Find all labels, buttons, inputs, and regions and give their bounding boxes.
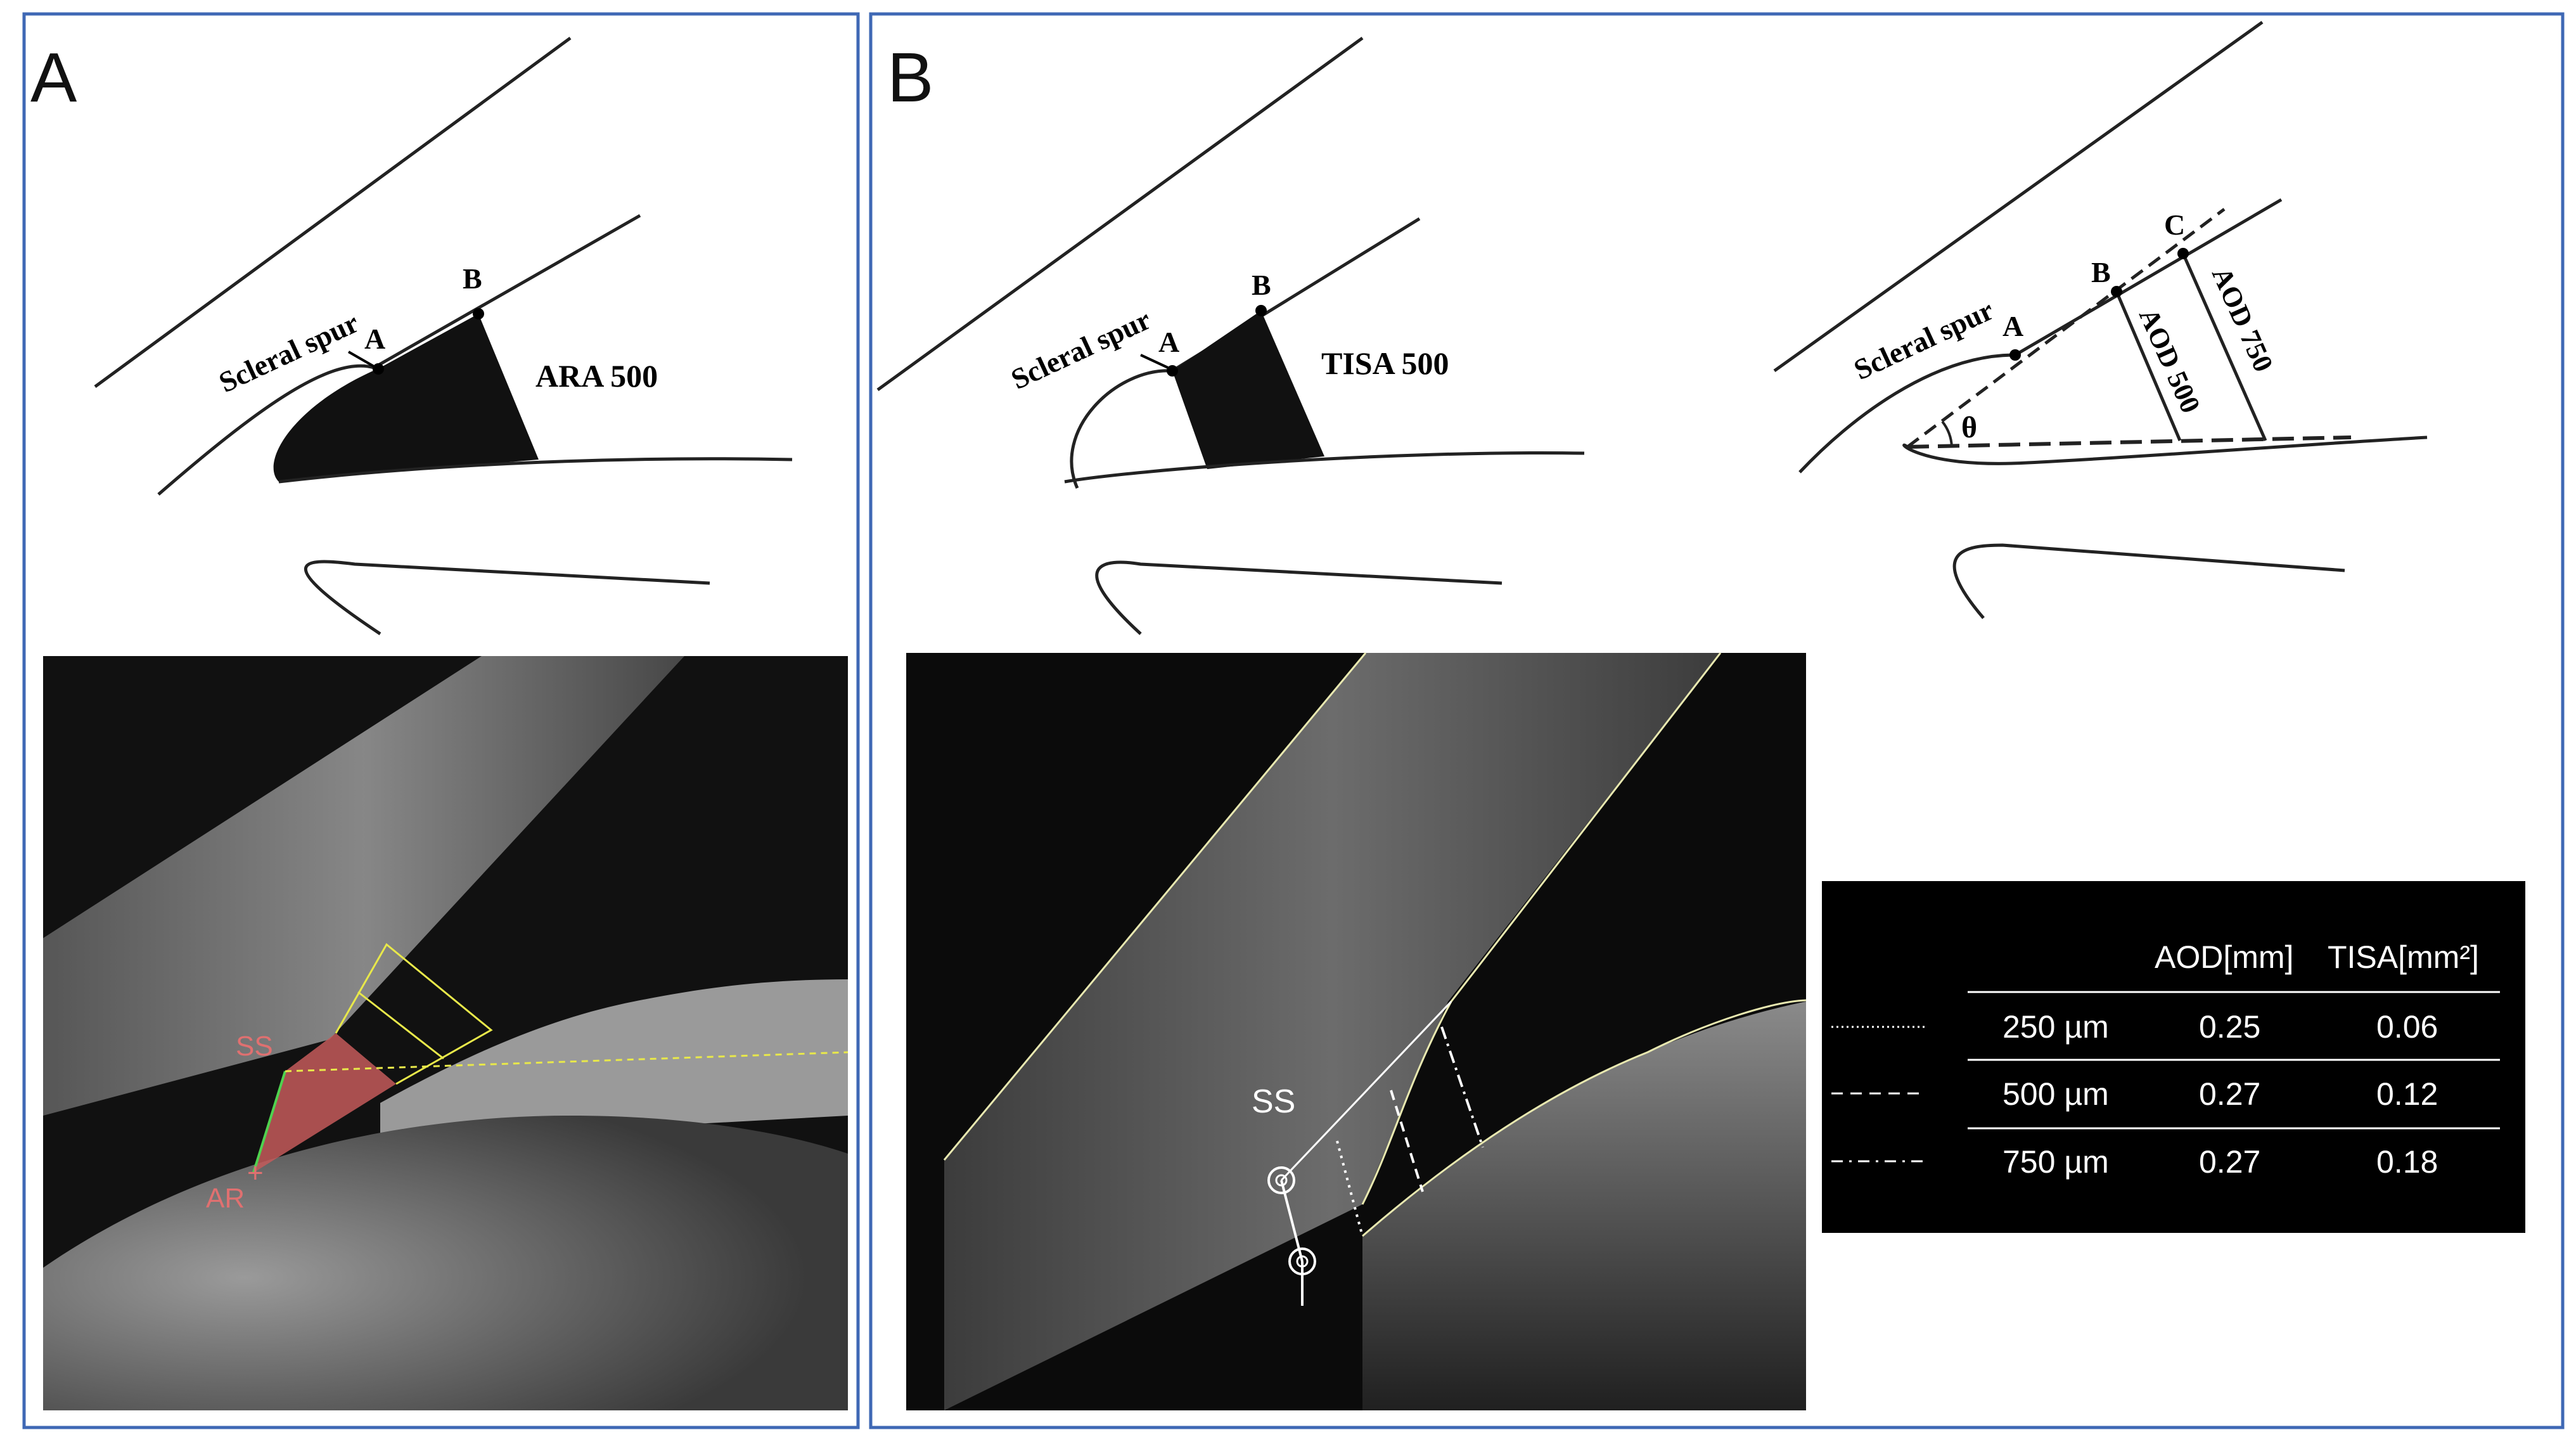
scleral-spur-label: Scleral spur: [214, 306, 364, 399]
point-a-label: A: [1158, 326, 1179, 358]
lens-curve: [1952, 543, 2345, 619]
row-1-aod: 0.25: [2199, 1009, 2260, 1045]
ss-label: SS: [236, 1031, 273, 1062]
row-1-distance: 250 µm: [2002, 1009, 2109, 1045]
ara-fill: [253, 1033, 396, 1173]
schematic-tisa: Scleral spur A B TISA 500: [876, 36, 1585, 635]
ara-green-edge: [252, 1071, 286, 1173]
schematic-ara: Scleral spur A B ARA 500: [94, 36, 793, 636]
scleral-spur-label: Scleral spur: [1849, 293, 1999, 386]
row-3-distance: 750 µm: [2002, 1144, 2109, 1180]
aod750-label: AOD 750: [2206, 262, 2279, 377]
point-b-dot: [2111, 286, 2122, 297]
aod-500-line: [1390, 1090, 1424, 1192]
ar-marker: [1288, 1247, 1316, 1275]
point-a-dot: [373, 363, 384, 375]
spur-arrow: [1140, 354, 1169, 369]
scleral-spur-label: Scleral spur: [1006, 303, 1156, 396]
ara-area: [273, 314, 539, 482]
point-b-dot: [1255, 305, 1267, 316]
ss-reference-line: [285, 1051, 849, 1073]
theta-arc: [1941, 420, 1953, 448]
point-b-label: B: [2091, 256, 2111, 288]
outer-cornea-line: [876, 36, 1364, 392]
iris-band: [380, 979, 848, 1141]
point-a-label: A: [364, 323, 385, 355]
lens-curve: [304, 560, 710, 636]
oct-image-a: SS AR +: [43, 656, 849, 1410]
point-b-label: B: [463, 262, 482, 295]
row-2-aod: 0.27: [2199, 1076, 2260, 1112]
measurement-table: AOD[mm] TISA[mm²] 250 µm 0.25 0.06 500 µ…: [1822, 881, 2525, 1233]
panel-b-letter: B: [887, 39, 933, 117]
ar-label: AR: [206, 1183, 245, 1214]
iris-surface: [1064, 451, 1585, 484]
point-c-label: C: [2164, 209, 2185, 241]
iris-plane-dashed-line: [1907, 435, 2352, 449]
aod-yellow-lines: [335, 943, 493, 1085]
oct-image-b: SS: [906, 652, 1807, 1410]
row-1-tisa: 0.06: [2376, 1009, 2438, 1045]
header-aod: AOD[mm]: [2155, 939, 2293, 975]
iris-surface: [1902, 435, 2428, 465]
aod750-line: [2181, 252, 2267, 442]
cornea-band: [944, 653, 1721, 1410]
inner-cornea-line: [1798, 198, 2283, 474]
panel-b-frame: [869, 12, 2565, 1429]
inner-cornea-line: [1070, 217, 1421, 489]
tisa-area: [1172, 311, 1324, 469]
row-3-tisa: 0.18: [2376, 1144, 2438, 1180]
aod500-line: [2115, 291, 2182, 441]
cornea-outer-boundary: [943, 652, 1367, 1161]
outer-cornea-line: [1773, 20, 2264, 373]
point-a-dot: [2009, 349, 2021, 361]
iris-boundary: [1362, 999, 1807, 1237]
point-b-dot: [473, 308, 484, 319]
schematic-aod: θ Scleral spur A B C AOD 500 AOD 750: [1773, 20, 2428, 619]
row-2-distance: 500 µm: [2002, 1076, 2109, 1112]
ar-cross: +: [247, 1157, 264, 1189]
ss-marker: [1267, 1166, 1295, 1194]
point-b-label: B: [1252, 269, 1271, 301]
iris-band: [1362, 1002, 1806, 1410]
header-tisa: TISA[mm²]: [2328, 939, 2479, 975]
aod-dashed-line: [1906, 208, 2226, 448]
panel-a-letter: A: [30, 39, 77, 117]
point-a-label: A: [2002, 310, 2023, 342]
inner-cornea-line: [157, 214, 641, 496]
row-2-tisa: 0.12: [2376, 1076, 2438, 1112]
aod-250-line: [1336, 1140, 1364, 1237]
point-c-dot: [2177, 248, 2189, 259]
theta-label: θ: [1961, 411, 1977, 444]
ss-label: SS: [1252, 1083, 1295, 1120]
outer-cornea-line: [94, 36, 572, 389]
row-3-aod: 0.27: [2199, 1144, 2260, 1180]
cornea-inner-boundary: [1361, 652, 1722, 1205]
aod-750-line: [1440, 1026, 1484, 1148]
iris-surface: [278, 457, 793, 484]
panel-a-frame: [22, 12, 860, 1429]
tisa500-label: TISA 500: [1321, 345, 1449, 381]
spur-arrow: [348, 351, 375, 368]
lens-curve: [1095, 560, 1503, 635]
lens-dome: [43, 1116, 848, 1410]
ara500-label: ARA 500: [535, 358, 658, 394]
ss-ar-line: [1280, 1180, 1304, 1262]
aod500-label: AOD 500: [2133, 304, 2207, 418]
cornea-band: [43, 656, 684, 1116]
point-a-dot: [1167, 365, 1178, 377]
